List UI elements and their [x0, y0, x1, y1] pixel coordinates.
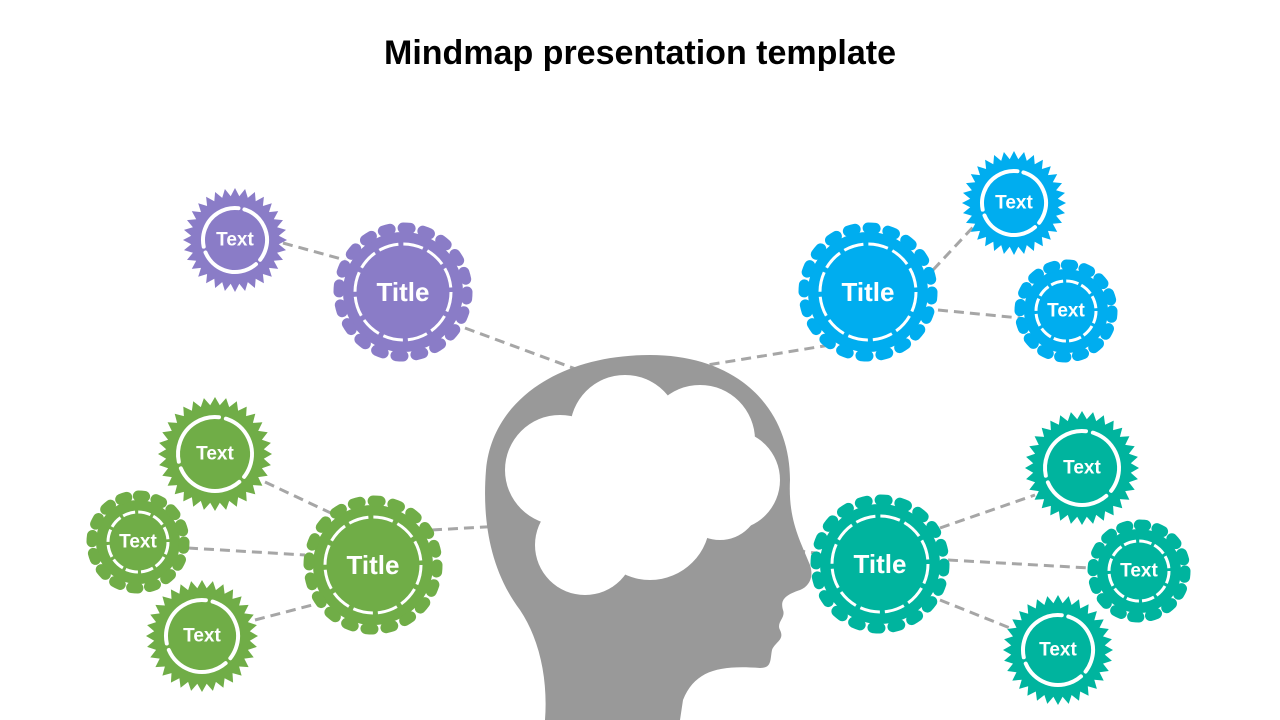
- connector-line: [254, 601, 321, 622]
- dashed-ring-icon: [106, 510, 170, 574]
- saw-gear-icon: [962, 151, 1066, 255]
- ring-icon: [1021, 613, 1095, 687]
- purple-text-gear: Text: [183, 188, 287, 292]
- teal-text-gear: Text: [1025, 411, 1139, 525]
- saw-gear-icon: [1025, 411, 1139, 525]
- teal-text-gear: Text: [1087, 519, 1191, 623]
- purple-title-gear: Title: [333, 222, 473, 362]
- slide-title: Mindmap presentation template: [384, 34, 896, 72]
- dashed-ring-icon: [818, 242, 918, 342]
- blue-title-gear: Title: [798, 222, 938, 362]
- blue-text-gear-label: Text: [995, 193, 1033, 214]
- saw-gear-icon: [183, 188, 287, 292]
- green-title-gear: Title: [303, 495, 443, 635]
- connector-line: [931, 223, 977, 272]
- teal-title-gear: Title: [810, 494, 950, 634]
- connector-line: [282, 241, 346, 262]
- green-text-gear: Text: [146, 580, 258, 692]
- gear-icon: [343, 232, 463, 352]
- green-text-gear: Text: [158, 397, 272, 511]
- blue-text-gear-label: Text: [1047, 301, 1085, 322]
- ring-icon: [164, 598, 240, 674]
- saw-gear-icon: [158, 397, 272, 511]
- purple-text-gear-label: Text: [216, 230, 254, 251]
- connector-line: [947, 558, 1091, 570]
- head-silhouette: [485, 355, 812, 720]
- dashed-ring-icon: [323, 515, 423, 615]
- purple-title-gear-label: Title: [377, 277, 430, 307]
- dashed-ring-icon: [353, 242, 453, 342]
- blue-title-gear-label: Title: [842, 277, 895, 307]
- teal-title-gear-label: Title: [854, 549, 907, 579]
- connector-line: [939, 598, 1011, 630]
- green-title-gear-label: Title: [347, 550, 400, 580]
- teal-text-gear-label: Text: [1063, 458, 1101, 479]
- dashed-ring-icon: [1034, 279, 1098, 343]
- connector-line: [264, 480, 336, 517]
- teal-text-gear-label: Text: [1039, 640, 1077, 661]
- green-text-gear-label: Text: [196, 444, 234, 465]
- dashed-ring-icon: [1107, 539, 1171, 603]
- ring-icon: [201, 206, 269, 274]
- gear-icon: [808, 232, 928, 352]
- ring-icon: [1043, 429, 1121, 507]
- gear-icon: [313, 505, 433, 625]
- brain-icon: [505, 375, 780, 595]
- dashed-ring-icon: [830, 514, 930, 614]
- saw-gear-icon: [146, 580, 258, 692]
- blue-text-gear: Text: [1014, 259, 1118, 363]
- connector-line: [939, 493, 1036, 530]
- green-text-gear-label: Text: [119, 532, 157, 553]
- teal-text-gear-label: Text: [1120, 561, 1158, 582]
- gear-icon: [820, 504, 940, 624]
- green-text-gear-label: Text: [183, 626, 221, 647]
- saw-gear-icon: [1003, 595, 1113, 705]
- green-text-gear: Text: [86, 490, 190, 594]
- ring-icon: [176, 415, 254, 493]
- connector-line: [937, 308, 1021, 320]
- connector-line: [187, 546, 306, 557]
- teal-text-gear: Text: [1003, 595, 1113, 705]
- blue-text-gear: Text: [962, 151, 1066, 255]
- ring-icon: [980, 169, 1048, 237]
